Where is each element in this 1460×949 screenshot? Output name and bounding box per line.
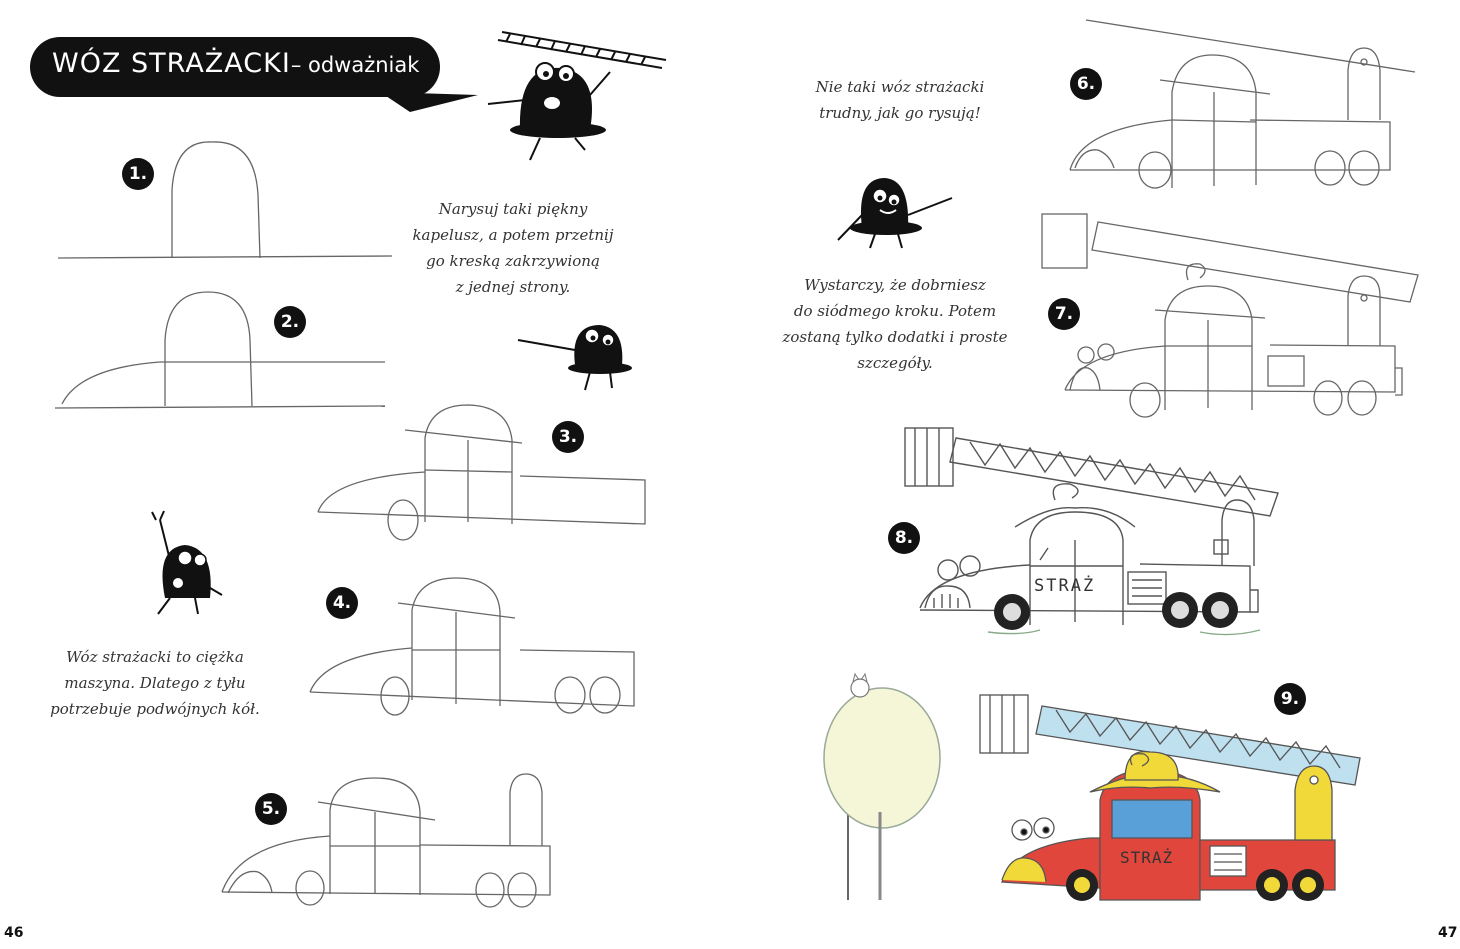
bubble-tail [380,92,478,112]
step-8-drawing [904,427,1279,636]
page-number-right: 47 [1438,925,1458,941]
step-1-drawing [57,141,393,259]
step-4-badge: 4. [326,587,358,619]
caption-line: maszyna. Dlatego z tyłu [64,674,246,692]
caption-line: Narysuj taki piękny [438,200,588,218]
left-page: WÓZ STRAŻACKI– odważniak 1. 2. 3. 4. 5. … [4,31,667,941]
caption-easy: Nie taki wóz strażacki trudny, jak go ry… [800,74,1000,126]
cat-icon [850,672,870,698]
step-8-badge: 8. [888,522,920,554]
step-9-drawing [979,694,1361,901]
step-3-badge: 3. [552,421,584,453]
caption-hat: Narysuj taki piękny kapelusz, a potem pr… [398,196,628,300]
caption-line: z jednej strony. [455,278,571,296]
step-9-wheels [1066,869,1324,901]
mascot-icon [487,62,611,161]
caption-line: do siódmego kroku. Potem [793,302,997,320]
tree-icon [823,687,941,900]
caption-line: kapelusz, a potem przetnij [412,226,614,244]
right-page-drawings [823,19,1419,901]
step-8-wheels [994,592,1238,630]
step-9-badge: 9. [1274,683,1306,715]
title-bubble [30,37,440,97]
caption-seven: Wystarczy, że dobrniesz do siódmego krok… [775,272,1015,376]
truck-label-color: STRAŻ [1120,848,1174,867]
step-3-drawing [317,404,646,541]
mascot-icon [517,325,632,391]
caption-line: szczegóły. [857,354,933,372]
title-main: WÓZ STRAŻACKI [52,48,291,79]
caption-line: Nie taki wóz strażacki [815,78,985,96]
title-sub: – odważniak [290,53,420,77]
step-4-drawing [309,577,635,716]
caption-line: go kreską zakrzywioną [426,252,600,270]
truck-label-sketch: STRAŻ [1034,576,1096,596]
step-6-drawing [1069,19,1416,189]
step-5-badge: 5. [255,793,287,825]
step-7-badge: 7. [1048,298,1080,330]
mascot-icon [151,510,223,615]
left-page-drawings [54,31,667,908]
page-title: WÓZ STRAŻACKI– odważniak [52,48,419,79]
caption-wheels: Wóz strażacki to ciężka maszyna. Dlatego… [40,644,270,722]
step-5-drawing [221,773,551,908]
caption-line: Wóz strażacki to ciężka [66,648,244,666]
step-2-drawing [54,291,386,409]
caption-line: Wystarczy, że dobrniesz [804,276,986,294]
step-7-drawing [1041,213,1419,418]
mascot-icon [837,178,953,249]
caption-line: trudny, jak go rysują! [819,104,981,122]
ladder-icon [497,31,667,69]
page-number-left: 46 [4,925,24,941]
step-2-badge: 2. [274,306,306,338]
step-1-badge: 1. [122,158,154,190]
caption-line: zostaną tylko dodatki i proste [782,328,1008,346]
right-page: 6. 7. 8. 9. STRAŻ STRAŻ Nie taki wóz str… [730,0,1460,949]
caption-line: potrzebuje podwójnych kół. [50,700,260,718]
step-6-badge: 6. [1070,68,1102,100]
